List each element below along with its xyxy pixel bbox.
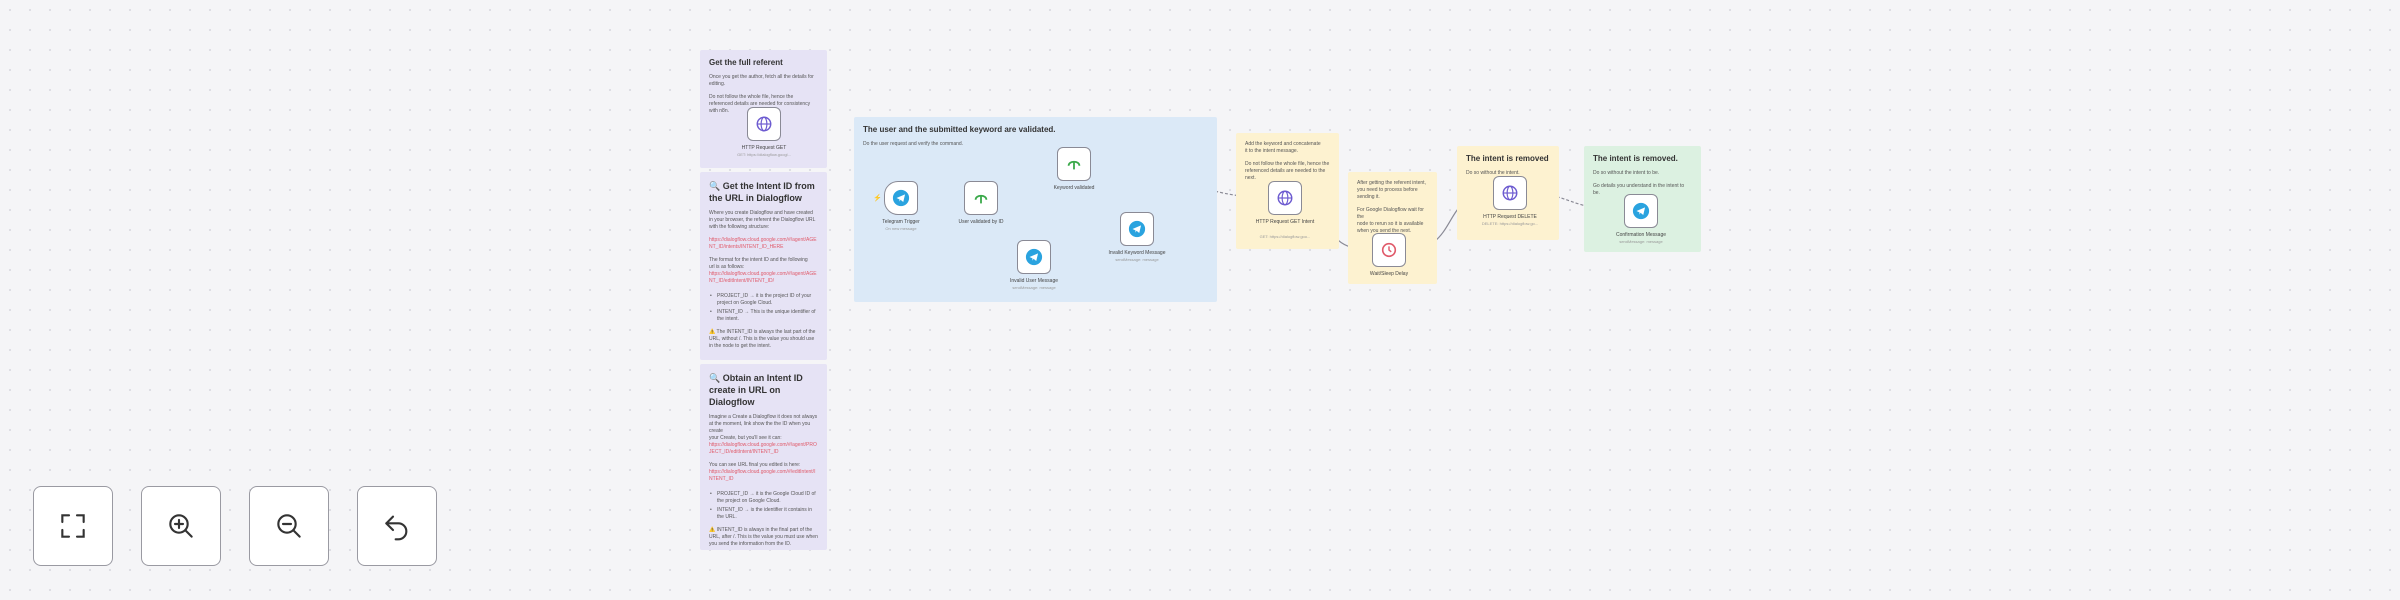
note-line: Do so without the intent to be. bbox=[1593, 170, 1660, 176]
note-line: You can see URL final you edited is here… bbox=[709, 462, 801, 468]
note-line: referenced details are needed for consis… bbox=[709, 101, 811, 107]
note-line: Imagine a Create a Dialogflow it does no… bbox=[709, 414, 818, 420]
http-request-node[interactable] bbox=[747, 107, 781, 141]
node-sublabel: sendMessage: message bbox=[1619, 239, 1663, 244]
note-line: your Create, but you'll see it can: bbox=[709, 435, 782, 441]
node-label: HTTP Request DELETE bbox=[1483, 214, 1537, 220]
note-line: Do the user request and verify the comma… bbox=[863, 141, 964, 147]
node-sublabel: GET: https://dialogflow.goo... bbox=[1259, 234, 1311, 239]
undo-icon bbox=[385, 515, 408, 541]
note-line: The format for the intent ID and the fol… bbox=[709, 257, 808, 263]
zoom-out-icon bbox=[277, 514, 301, 538]
note-line: editing. bbox=[709, 81, 726, 87]
sticky-note-wait[interactable]: After getting the referent intent, you n… bbox=[1348, 172, 1437, 284]
fit-view-button[interactable] bbox=[33, 486, 113, 566]
note-title: The intent is removed. bbox=[1593, 154, 1678, 163]
sticky-note-get-intent-id[interactable]: 🔍 Get the Intent ID from the URL in Dial… bbox=[700, 172, 827, 360]
http-request-delete-node[interactable] bbox=[1493, 176, 1527, 210]
note-title: The user and the submitted keyword are v… bbox=[863, 125, 1056, 134]
note-line: referenced details are needed to the nex… bbox=[1245, 168, 1326, 181]
node-sublabel: On new message bbox=[885, 226, 917, 231]
node-label: Telegram Trigger bbox=[882, 219, 920, 225]
node-label: Keyword validated bbox=[1053, 185, 1095, 191]
telegram-icon bbox=[892, 189, 910, 207]
globe-icon bbox=[1502, 185, 1518, 201]
note-line: Once you get the author, fetch all the d… bbox=[709, 74, 814, 80]
note-warning: ⚠️ INTENT_ID is always in the final part… bbox=[709, 527, 818, 547]
note-title: 🔍 Get the Intent ID from the URL in Dial… bbox=[709, 181, 815, 203]
note-line: you need to process before bbox=[1357, 187, 1418, 193]
note-line: with the following structure: bbox=[709, 224, 770, 230]
note-line: sending it. bbox=[1357, 194, 1380, 200]
sticky-note-full-referent[interactable]: Get the full referent Once you get the a… bbox=[700, 50, 827, 168]
node-sublabel: sendMessage: message bbox=[1012, 285, 1056, 290]
note-link[interactable]: https://dialogflow.cloud.google.com/#/ed… bbox=[709, 469, 816, 482]
note-title: 🔍 Obtain an Intent ID create in URL on D… bbox=[709, 373, 803, 407]
http-request-get-intent-node[interactable] bbox=[1268, 181, 1302, 215]
note-line: when you send the next. bbox=[1357, 228, 1412, 234]
note-line: it to the intent message. bbox=[1245, 148, 1299, 154]
note-line: After getting the referent intent, bbox=[1357, 180, 1426, 186]
node-label: User validated by ID bbox=[958, 219, 1004, 225]
node-sublabel: DELETE: https://dialogflow.go... bbox=[1481, 221, 1539, 226]
note-title: The intent is removed bbox=[1466, 154, 1549, 163]
note-line: Where you create Dialogflow and have cre… bbox=[709, 210, 813, 216]
note-line: Do not follow the whole file, hence the bbox=[1245, 161, 1330, 167]
keyword-validated-node[interactable] bbox=[1057, 147, 1091, 181]
note-bullet: INTENT_ID → This is the unique identifie… bbox=[709, 309, 818, 323]
note-bullet: INTENT_ID → is the identifier it contain… bbox=[709, 507, 818, 521]
node-label: Invalid User Message bbox=[1009, 278, 1059, 284]
zoom-in-icon bbox=[169, 514, 193, 538]
invalid-user-message-node[interactable] bbox=[1017, 240, 1051, 274]
note-warning: ⚠️ The INTENT_ID is always the last part… bbox=[709, 329, 816, 349]
node-label: HTTP Request GET Intent bbox=[1255, 219, 1315, 225]
if-icon bbox=[974, 194, 988, 204]
trigger-bolt-icon: ⚡ bbox=[873, 195, 882, 202]
sticky-note-removed-confirmation[interactable]: The intent is removed. Do so without the… bbox=[1584, 146, 1701, 252]
zoom-out-button[interactable] bbox=[249, 486, 329, 566]
note-link[interactable]: https://dialogflow.cloud.google.com/#/ag… bbox=[709, 442, 817, 455]
zoom-in-button[interactable] bbox=[141, 486, 221, 566]
undo-button[interactable] bbox=[357, 486, 437, 566]
user-validated-node[interactable] bbox=[964, 181, 998, 215]
node-label: Invalid Keyword Message bbox=[1108, 250, 1166, 256]
wait-node[interactable] bbox=[1372, 233, 1406, 267]
note-link[interactable]: https://dialogflow.cloud.google.com/#/ag… bbox=[709, 237, 817, 250]
note-line: node to rerun so it is available bbox=[1357, 221, 1424, 227]
note-line: in your browser, the referent the Dialog… bbox=[709, 217, 816, 223]
note-link[interactable]: https://dialogflow.cloud.google.com/#/ag… bbox=[709, 271, 817, 284]
node-sublabel: sendMessage: message bbox=[1115, 257, 1159, 262]
clock-icon bbox=[1381, 242, 1397, 258]
note-title: Get the full referent bbox=[709, 58, 783, 67]
note-line: Add the keyword and concatenate bbox=[1245, 141, 1321, 147]
node-label: Confirmation Message bbox=[1615, 232, 1667, 238]
node-label: Wait/Sleep Delay bbox=[1369, 271, 1409, 277]
invalid-keyword-message-node[interactable] bbox=[1120, 212, 1154, 246]
if-icon bbox=[1067, 160, 1081, 170]
sticky-note-create-intent-id[interactable]: 🔍 Obtain an Intent ID create in URL on D… bbox=[700, 364, 827, 550]
fullscreen-icon bbox=[61, 514, 85, 538]
globe-icon bbox=[1277, 190, 1293, 206]
confirmation-message-node[interactable] bbox=[1624, 194, 1658, 228]
note-bullet: PROJECT_ID → it is the project ID of you… bbox=[709, 293, 818, 307]
telegram-icon bbox=[1025, 248, 1043, 266]
telegram-trigger-node[interactable] bbox=[884, 181, 918, 215]
note-bullet: PROJECT_ID → it is the Google Cloud ID o… bbox=[709, 491, 818, 505]
note-line: at the moment, link show the the ID when… bbox=[709, 421, 811, 434]
telegram-icon bbox=[1632, 202, 1650, 220]
note-line: Do not follow the whole file, hence the bbox=[709, 94, 794, 100]
note-line: Go details you understand in the intent … bbox=[1593, 183, 1685, 196]
telegram-icon bbox=[1128, 220, 1146, 238]
note-line: Do so without the intent. bbox=[1466, 170, 1520, 176]
node-label: HTTP Request GET bbox=[741, 145, 787, 151]
note-line: url is as follows: bbox=[709, 264, 745, 270]
globe-icon bbox=[756, 116, 772, 132]
node-sublabel: GET: https://dialogflow.googl... bbox=[737, 152, 791, 157]
note-line: with n8n. bbox=[709, 108, 730, 114]
note-line: For Google Dialogflow wait for the bbox=[1357, 207, 1424, 220]
